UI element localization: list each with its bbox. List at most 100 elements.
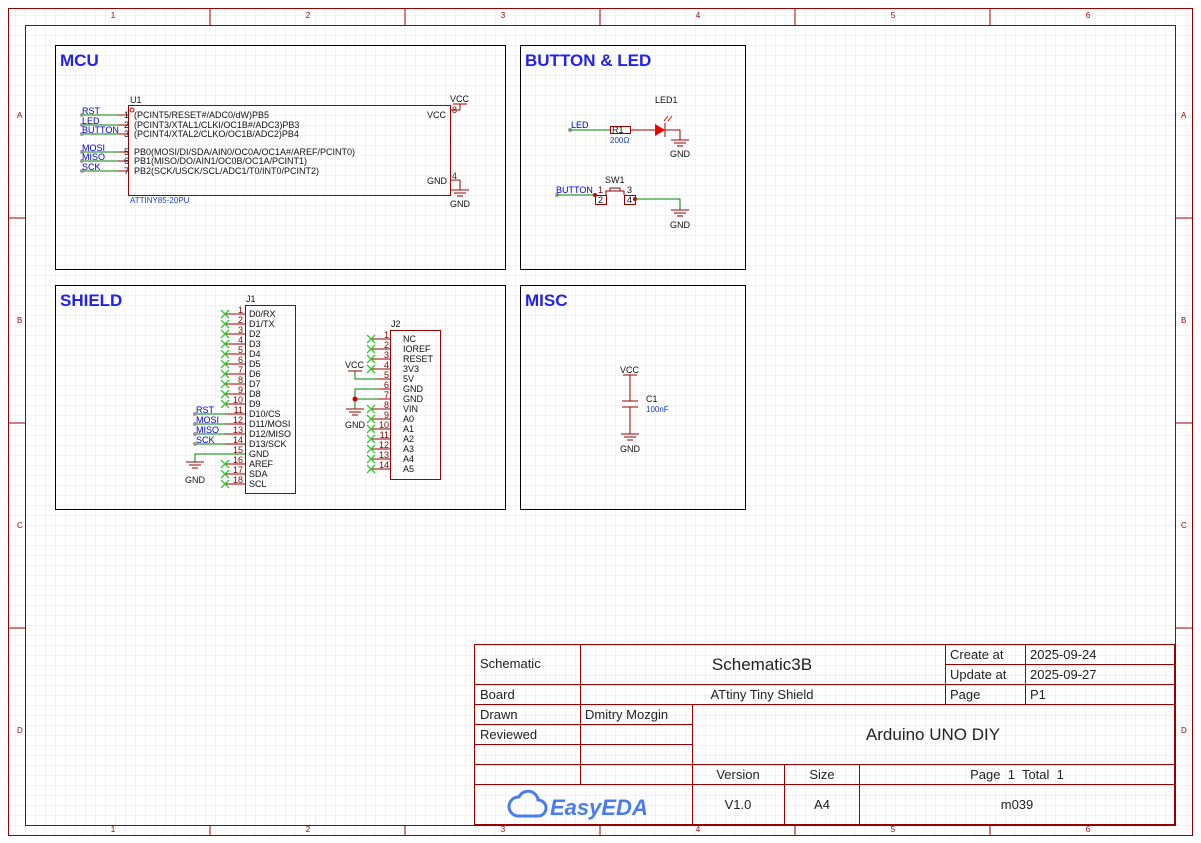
no-connect-icon (366, 344, 376, 354)
net-label: RST (82, 106, 101, 116)
row-marker: A (17, 111, 23, 120)
j1-pin-num: 14 (233, 435, 243, 445)
j1-pin-num: 10 (233, 395, 243, 405)
j1-pin-num: 6 (238, 355, 243, 365)
size-label: Size (809, 767, 834, 782)
column-marker: 6 (1086, 11, 1091, 20)
section-title: SHIELD (60, 291, 122, 310)
c1-capacitor[interactable]: VCC C1 100nF GND (620, 365, 669, 454)
logo-text: EasyEDA (550, 795, 648, 820)
net-port (80, 132, 84, 136)
version-label: Version (716, 767, 759, 782)
j1-pin-name: D10/CS (249, 409, 281, 419)
no-connect-icon (366, 454, 376, 464)
no-connect-icon (366, 444, 376, 454)
no-connect-icon (366, 424, 376, 434)
section-title: MCU (60, 51, 99, 70)
u1-part: ATTINY85-20PU (130, 196, 190, 205)
j1-pin-num: 18 (233, 475, 243, 485)
section-button-led: BUTTON & LED (520, 45, 746, 270)
gnd-label: GND (185, 475, 206, 485)
led-circuit[interactable]: LED R1 200Ω LED1 GND (568, 95, 691, 159)
net-port (193, 412, 197, 416)
j1-pin-name: D5 (249, 359, 261, 369)
row-marker: B (17, 316, 22, 325)
net-label: BUTTON (82, 125, 119, 135)
create-label: Create at (950, 647, 1004, 662)
j2-pin-num: 1 (384, 330, 389, 340)
button-circuit[interactable]: BUTTON SW1 1 2 3 4 GND (555, 175, 691, 230)
drawn-by: Dmitry Mozgin (585, 707, 668, 722)
net-label: SCK (82, 162, 101, 172)
j2-pin-name: 5V (403, 374, 414, 384)
vcc-label: VCC (620, 365, 640, 375)
section-misc: MISC (520, 285, 746, 510)
no-connect-icon (366, 354, 376, 364)
j1-pin-num: 16 (233, 455, 243, 465)
size-value: A4 (814, 797, 830, 812)
section-title: MISC (525, 291, 568, 310)
column-marker: 5 (891, 825, 896, 834)
u1-pin-name: (PCINT3/XTAL1/CLKI/OC1B#/ADC3)PB3 (134, 120, 299, 130)
schematic-name: Schematic3B (712, 655, 812, 674)
j1-pin-name: D11/MOSI (249, 419, 290, 429)
gnd-label: GND (620, 444, 641, 454)
section-shield: SHIELD (55, 285, 506, 510)
j2-pin-num: 13 (379, 450, 389, 460)
no-connect-icon (220, 319, 230, 329)
j1-pin-num: 17 (233, 465, 243, 475)
net-port (80, 159, 84, 163)
led1-ref: LED1 (655, 95, 678, 105)
j2-pin-name: 3V3 (403, 364, 419, 374)
column-marker: 1 (111, 11, 116, 20)
row-marker: C (1181, 521, 1187, 530)
reviewed-label: Reviewed (480, 727, 537, 742)
u1-attiny85[interactable]: U1 ATTINY85-20PU 1(PCINT5/RESET#/ADC0/dW… (80, 94, 471, 209)
j1-pin-name: SDA (249, 469, 268, 479)
j2-pin-num: 8 (384, 400, 389, 410)
net-port (80, 123, 84, 127)
j2-pin-name: A0 (403, 414, 414, 424)
board-name: ATtiny Tiny Shield (710, 687, 813, 702)
j2-pin-num: 6 (384, 380, 389, 390)
net-port (193, 422, 197, 426)
j1-pin-name: D1/TX (249, 319, 275, 329)
schematic-label: Schematic (480, 656, 541, 671)
j2-pin-name: A1 (403, 424, 414, 434)
u1-pin-num: 7 (124, 166, 129, 176)
net-port (193, 442, 197, 446)
u1-pin-num: 3 (124, 129, 129, 139)
j2-pin-name: IOREF (403, 344, 431, 354)
j2-pin-num: 11 (380, 430, 389, 440)
j1-pin-name: D8 (249, 389, 261, 399)
no-connect-icon (366, 404, 376, 414)
net-label: MISO (196, 425, 219, 435)
column-marker: 1 (111, 825, 116, 834)
j1-pin-num: 1 (238, 305, 243, 315)
j2-pin-num: 9 (384, 410, 389, 420)
button-net-label: BUTTON (556, 185, 593, 195)
u1-vcc-pin-num: 8 (452, 105, 457, 115)
no-connect-icon (220, 479, 230, 489)
net-port (80, 150, 84, 154)
section-title: BUTTON & LED (525, 51, 651, 70)
project-name: Arduino UNO DIY (866, 725, 1000, 744)
no-connect-icon (220, 459, 230, 469)
j2-pin-num: 5 (384, 370, 389, 380)
j1-pin-num: 4 (238, 335, 243, 345)
j1-pin-name: D0/RX (249, 309, 276, 319)
drawn-label: Drawn (480, 707, 518, 722)
u1-vcc-pin-name: VCC (427, 110, 447, 120)
update-date: 2025-09-27 (1030, 667, 1097, 682)
u1-pin-name: PB0(MOSI/DI/SDA/AIN0/OC0A/OC1A#/AREF/PCI… (134, 147, 355, 157)
j1-pin-num: 11 (234, 405, 243, 415)
page-label: Page (950, 687, 980, 702)
gnd-label: GND (670, 149, 691, 159)
j1-pin-name: D13/SCK (249, 439, 287, 449)
u1-vcc-net: VCC (450, 94, 470, 104)
j2-pin-num: 7 (384, 390, 389, 400)
